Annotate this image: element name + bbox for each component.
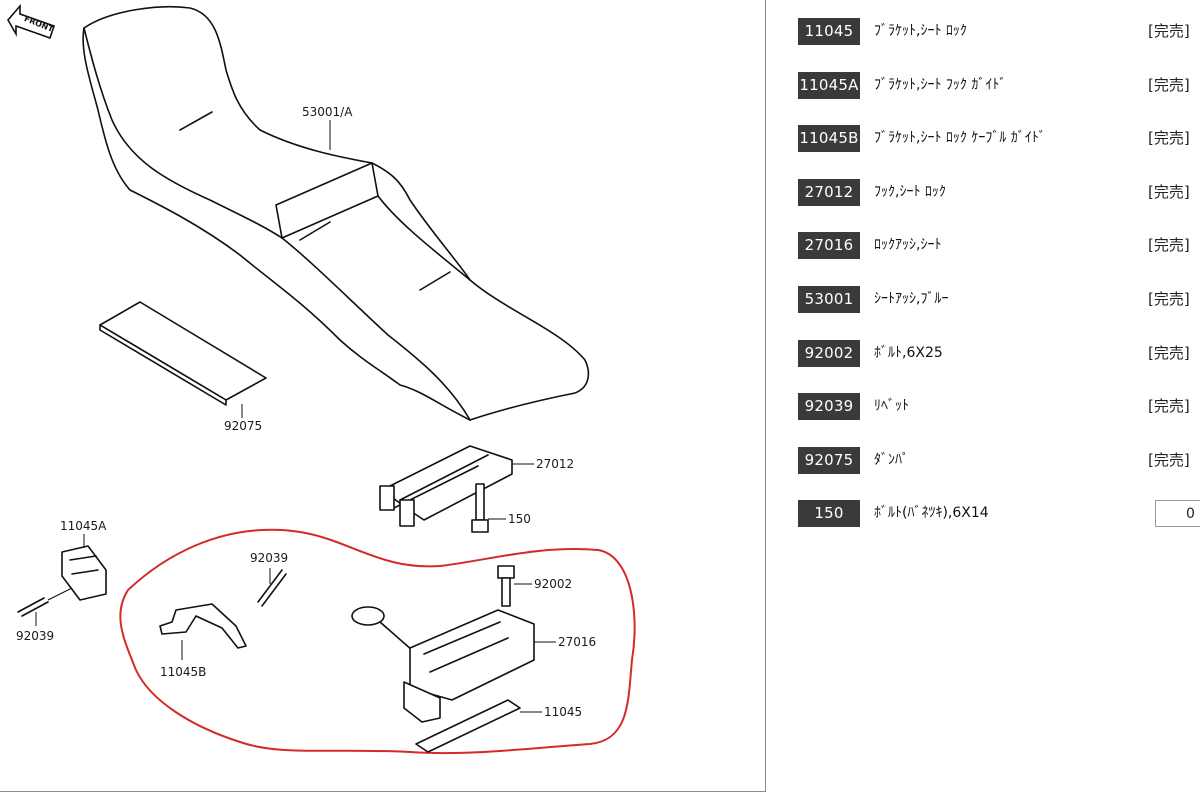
- parts-row: 92002 ﾎﾞﾙﾄ,6X25 [完売]: [798, 339, 1200, 394]
- parts-diagram-panel: FRONT 53001/A 92075: [0, 0, 766, 792]
- callout-53001a: 53001/A: [302, 105, 353, 119]
- guide-11045a-drawing: 11045A 92039: [16, 519, 107, 643]
- part-number-badge[interactable]: 150: [798, 500, 860, 528]
- seat-callout: 53001/A: [302, 105, 353, 150]
- part-number-badge[interactable]: 11045B: [798, 125, 860, 153]
- callout-92039-left: 92039: [16, 629, 54, 643]
- part-name: ﾘﾍﾞｯﾄ: [874, 398, 909, 415]
- callout-92075: 92075: [224, 419, 262, 433]
- highlight-outline: [119, 528, 636, 755]
- parts-list: 11045 ﾌﾞﾗｹｯﾄ,ｼｰﾄ ﾛｯｸ [完売] 11045A ﾌﾞﾗｹｯﾄ,ｼｰﾄ …: [798, 18, 1200, 554]
- callout-27016: 27016: [558, 635, 596, 649]
- callout-11045b: 11045B: [160, 665, 206, 679]
- part-name: ﾌﾞﾗｹｯﾄ,ｼｰﾄ ﾛｯｸ: [874, 23, 967, 39]
- part-number-badge[interactable]: 11045: [798, 18, 860, 45]
- sold-out-status: [完売]: [1148, 450, 1190, 469]
- part-number-badge[interactable]: 11045A: [798, 71, 860, 99]
- bolt-150-drawing: 150: [471, 483, 531, 533]
- part-number-badge[interactable]: 53001: [798, 285, 860, 313]
- parts-row: 92075 ﾀﾞﾝﾊﾟ [完売]: [798, 446, 1200, 501]
- part-name: ﾎﾞﾙﾄ,6X25: [874, 344, 943, 361]
- sold-out-status: [完売]: [1148, 129, 1190, 148]
- part-name: ﾌﾞﾗｹｯﾄ,ｼｰﾄ ﾌｯｸ ｶﾞｲﾄﾞ: [874, 76, 1007, 93]
- part-number-badge[interactable]: 92002: [798, 339, 860, 367]
- parts-row: 150 ﾎﾞﾙﾄ(ﾊﾞﾈﾂｷ),6X14: [798, 500, 1200, 554]
- sold-out-status: [完売]: [1148, 75, 1190, 94]
- part-number-badge[interactable]: 92075: [798, 446, 860, 474]
- front-arrow-icon: FRONT: [7, 3, 55, 40]
- parts-row: 11045A ﾌﾞﾗｹｯﾄ,ｼｰﾄ ﾌｯｸ ｶﾞｲﾄﾞ [完売]: [798, 71, 1200, 126]
- parts-row: 92039 ﾘﾍﾞｯﾄ [完売]: [798, 393, 1200, 447]
- lock-assy-drawing: 27016: [351, 606, 596, 723]
- bracket-11045-drawing: 11045: [415, 699, 582, 753]
- part-number-badge[interactable]: 27016: [798, 232, 860, 260]
- callout-27012: 27012: [536, 457, 574, 471]
- exploded-parts-diagram: FRONT 53001/A 92075: [7, 3, 636, 755]
- parts-row: 11045 ﾌﾞﾗｹｯﾄ,ｼｰﾄ ﾛｯｸ [完売]: [798, 18, 1200, 72]
- sold-out-status: [完売]: [1148, 343, 1190, 362]
- parts-row: 11045B ﾌﾞﾗｹｯﾄ,ｼｰﾄ ﾛｯｸ ｹｰﾌﾞﾙ ｶﾞｲﾄﾞ [完売]: [798, 125, 1200, 179]
- part-name: ﾛｯｸｱｯｼ,ｼｰﾄ: [874, 237, 942, 254]
- bracket-11045b-drawing: 11045B 92039: [159, 551, 288, 679]
- part-name: ｼｰﾄｱｯｼ,ﾌﾞﾙｰ: [874, 290, 949, 307]
- parts-row: 27012 ﾌｯｸ,ｼｰﾄ ﾛｯｸ [完売]: [798, 178, 1200, 233]
- part-name: ﾎﾞﾙﾄ(ﾊﾞﾈﾂｷ),6X14: [874, 505, 989, 522]
- callout-92039-right: 92039: [250, 551, 288, 565]
- quantity-input[interactable]: [1155, 500, 1200, 528]
- part-name: ﾌｯｸ,ｼｰﾄ ﾛｯｸ: [874, 183, 946, 200]
- callout-11045a: 11045A: [60, 519, 107, 533]
- sold-out-status: [完売]: [1148, 397, 1190, 416]
- damper-drawing: 92075: [99, 301, 267, 433]
- bolt-92002-drawing: 92002: [497, 565, 572, 607]
- parts-row: 27016 ﾛｯｸｱｯｼ,ｼｰﾄ [完売]: [798, 232, 1200, 286]
- part-name: ﾀﾞﾝﾊﾟ: [874, 451, 909, 468]
- callout-11045: 11045: [544, 705, 582, 719]
- sold-out-status: [完売]: [1148, 236, 1190, 255]
- sold-out-status: [完売]: [1148, 289, 1190, 308]
- callout-150: 150: [508, 512, 531, 526]
- part-number-badge[interactable]: 27012: [798, 178, 860, 206]
- sold-out-status: [完売]: [1148, 22, 1190, 40]
- seat-hook-drawing: 27012: [379, 445, 574, 527]
- parts-row: 53001 ｼｰﾄｱｯｼ,ﾌﾞﾙｰ [完売]: [798, 285, 1200, 340]
- callout-92002: 92002: [534, 577, 572, 591]
- seat-drawing: [82, 6, 590, 421]
- sold-out-status: [完売]: [1148, 182, 1190, 201]
- part-number-badge[interactable]: 92039: [798, 393, 860, 421]
- part-name: ﾌﾞﾗｹｯﾄ,ｼｰﾄ ﾛｯｸ ｹｰﾌﾞﾙ ｶﾞｲﾄﾞ: [874, 130, 1046, 147]
